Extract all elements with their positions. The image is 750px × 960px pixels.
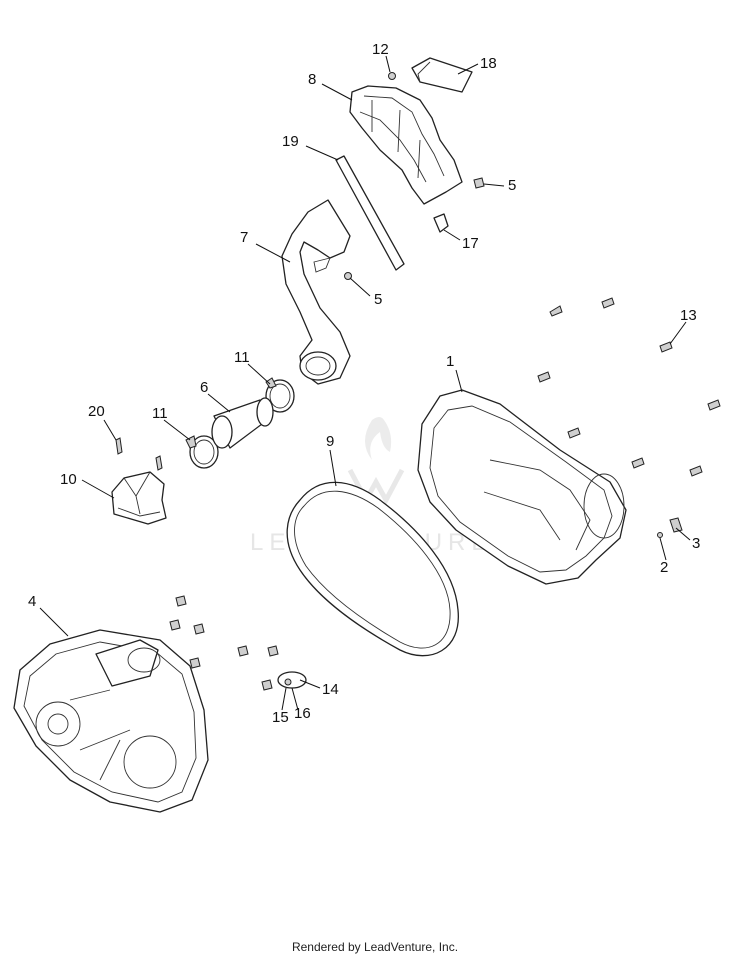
callout-3: 3 (692, 535, 700, 552)
callout-1: 1 (446, 353, 454, 370)
part-11-clamp-upper (265, 377, 295, 413)
part-screw-small (155, 455, 163, 471)
part-7-intake-tube (281, 199, 351, 385)
part-18-pad (411, 57, 473, 93)
part-11-clamp-lower (185, 435, 219, 469)
footer-credit: Rendered by LeadVenture, Inc. (291, 940, 459, 954)
callout-19: 19 (282, 133, 299, 150)
part-10-outlet (111, 471, 167, 525)
part-1-outer-clutch-cover (417, 389, 683, 585)
callout-16: 16 (294, 705, 311, 722)
callout-10: 10 (60, 471, 77, 488)
part-6-sleeve (211, 397, 274, 449)
part-5-screw-upper (473, 177, 485, 189)
callout-7: 7 (240, 229, 248, 246)
part-17-plug (433, 213, 449, 233)
part-4-inner-clutch-cover (13, 629, 209, 813)
callout-2: 2 (660, 559, 668, 576)
part-5-screw-lower (344, 272, 352, 280)
part-9-drive-belt (286, 481, 459, 657)
callout-18: 18 (480, 55, 497, 72)
callout-15: 15 (272, 709, 289, 726)
part-19-strip (335, 155, 405, 271)
callout-14: 14 (322, 681, 339, 698)
part-4-screws (169, 595, 279, 691)
callout-8: 8 (308, 71, 316, 88)
part-20-screw (115, 437, 123, 455)
callout-6: 6 (200, 379, 208, 396)
part-16-bolt (284, 678, 292, 686)
callout-9: 9 (326, 433, 334, 450)
callout-12: 12 (372, 41, 389, 58)
callout-11-upper: 11 (234, 349, 250, 366)
part-8-intake-duct (349, 85, 463, 205)
callout-11-lower: 11 (152, 405, 168, 422)
callouts: 12 18 8 19 5 17 7 5 13 1 11 6 20 11 9 10… (28, 41, 700, 726)
callout-4: 4 (28, 593, 36, 610)
callout-13: 13 (680, 307, 697, 324)
part-13-bolts (537, 297, 721, 477)
callout-5-lower: 5 (374, 291, 382, 308)
callout-20: 20 (88, 403, 105, 420)
callout-17: 17 (462, 235, 479, 252)
part-12-screw (388, 72, 396, 80)
callout-5-upper: 5 (508, 177, 516, 194)
leader-lines (39, 55, 691, 711)
part-14-washer (277, 671, 307, 689)
